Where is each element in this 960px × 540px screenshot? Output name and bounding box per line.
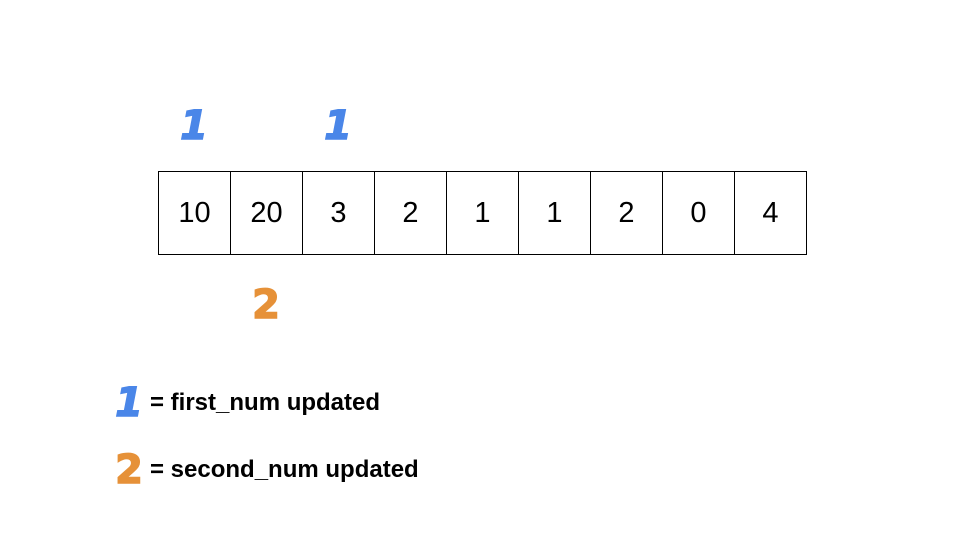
second-num-marker-index-1: 2 [251, 282, 280, 328]
first-num-marker-index-2: 1 [323, 103, 352, 149]
legend-first-text: = first_num updated [150, 389, 381, 416]
array-cell-6: 2 [591, 172, 663, 255]
array-cell-4: 1 [447, 172, 519, 255]
first-num-marker-index-0: 1 [179, 103, 208, 149]
array-cell-7: 0 [663, 172, 735, 255]
array-cell-1: 20 [231, 172, 303, 255]
array-cell-8: 4 [735, 172, 807, 255]
legend-second: 2 = second_num updated [114, 447, 419, 493]
legend-second-marker: 2 [114, 447, 143, 493]
array-cell-0: 10 [159, 172, 231, 255]
legend-first: 1 = first_num updated [114, 380, 381, 426]
array-cell-3: 2 [375, 172, 447, 255]
number-array: 10 20 3 2 1 1 2 0 4 [158, 171, 807, 255]
legend-second-text: = second_num updated [150, 456, 419, 483]
array-cell-5: 1 [519, 172, 591, 255]
legend-first-marker: 1 [114, 380, 143, 426]
array-cell-2: 3 [303, 172, 375, 255]
